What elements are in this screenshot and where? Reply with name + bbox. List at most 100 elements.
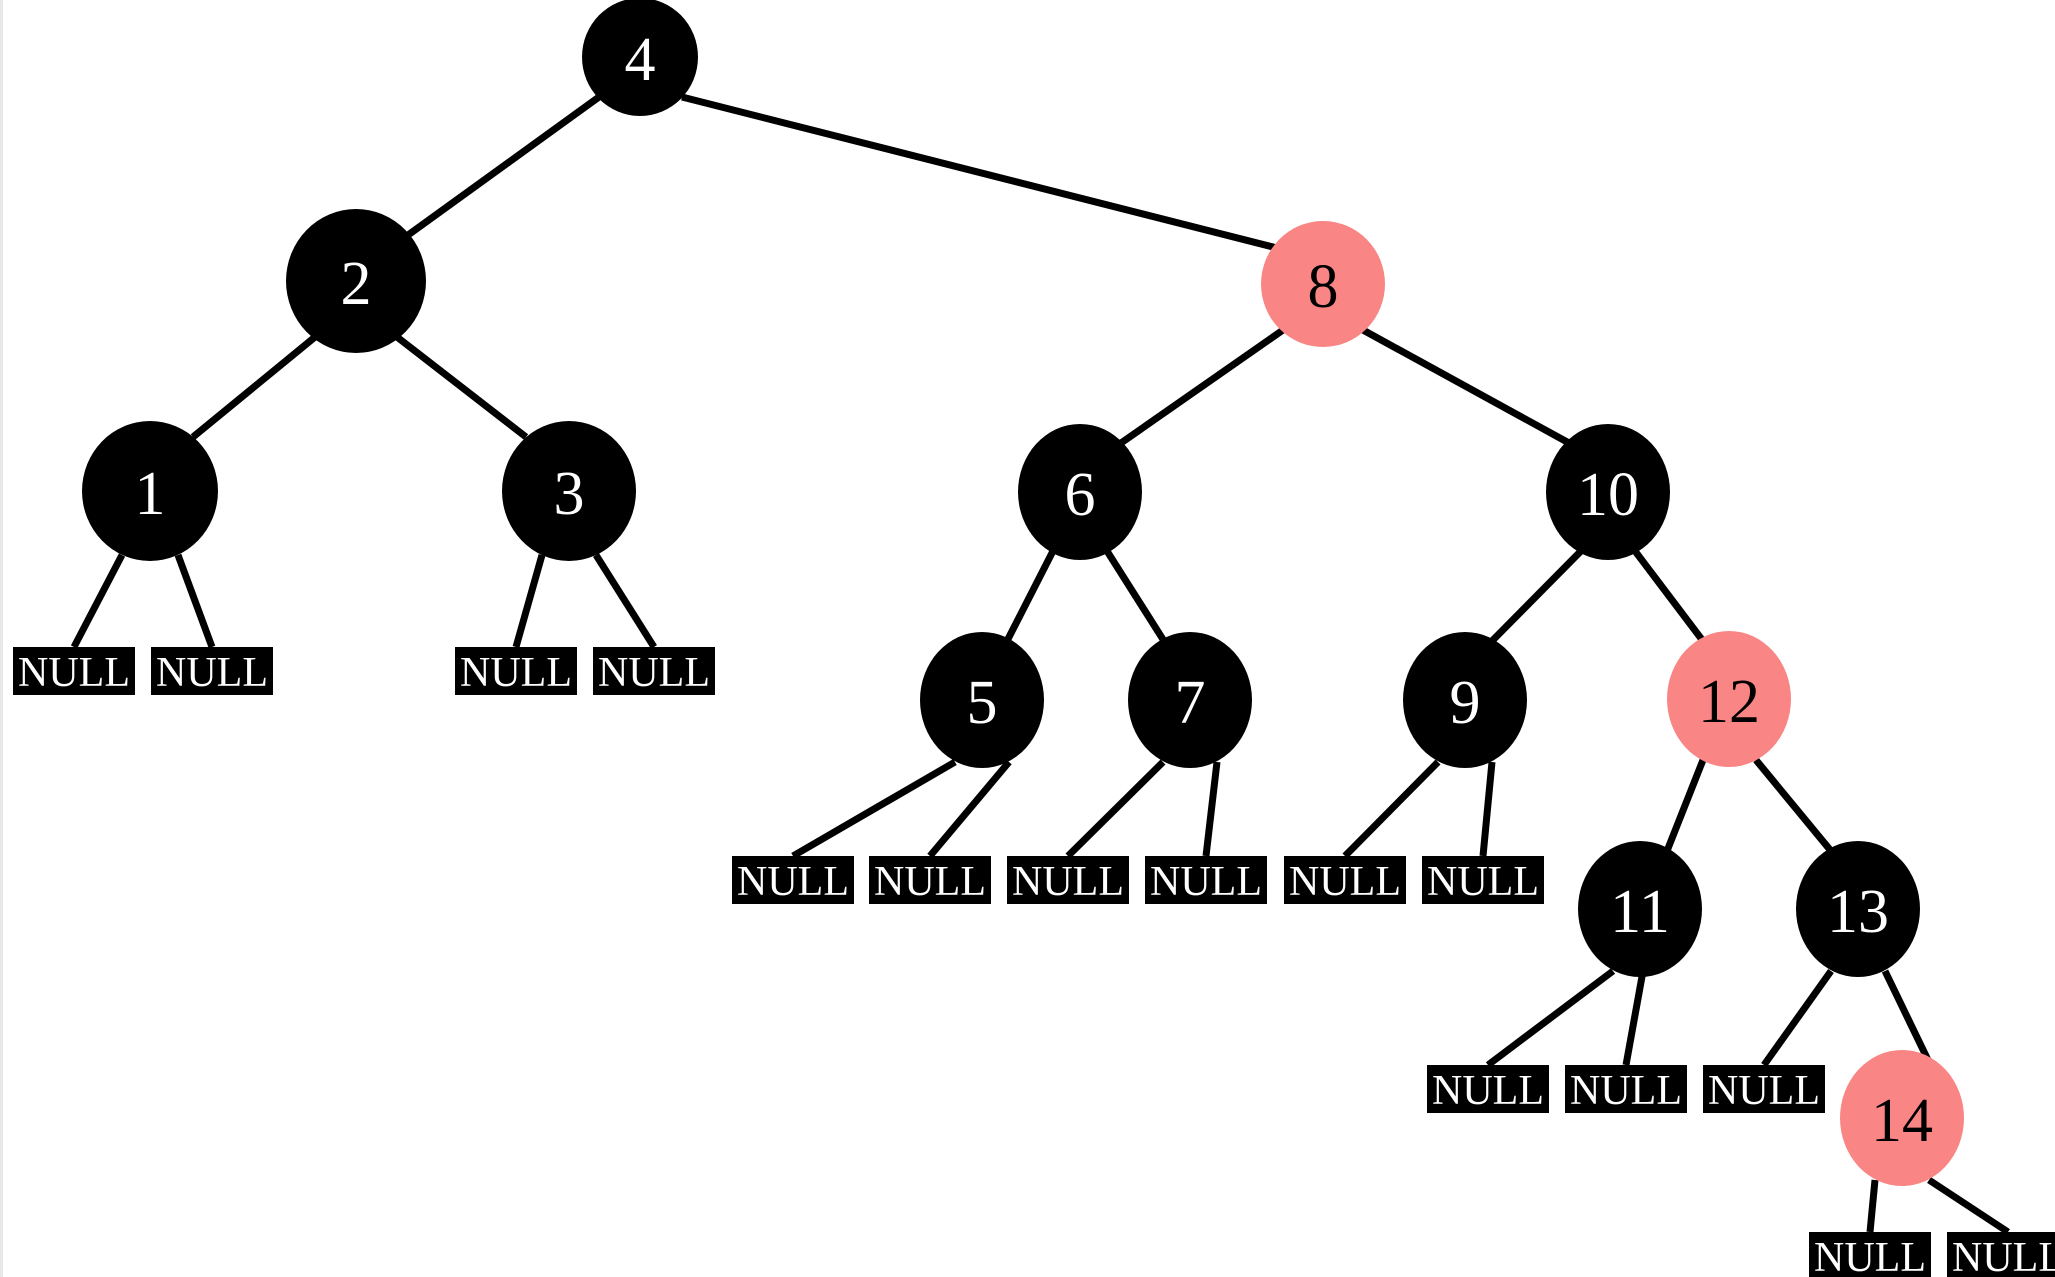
null-leaf-label: NULL (1012, 859, 1124, 905)
null-leaf: NULL (13, 647, 135, 696)
tree-edge (1118, 327, 1286, 446)
edges-layer (70, 93, 2010, 1235)
tree-edge (190, 334, 318, 440)
tree-edge (1753, 757, 1834, 854)
node-circle-black[interactable] (1796, 841, 1920, 977)
node-value-label: 12 (1698, 668, 1760, 736)
tree-edge (174, 553, 216, 649)
node-value-label: 13 (1827, 878, 1889, 946)
null-leaf-box (1427, 1065, 1549, 1113)
null-leaf-box (1703, 1065, 1825, 1113)
null-leaf-box (13, 647, 135, 695)
node-circle-red[interactable] (1667, 631, 1791, 767)
tree-node-5[interactable]: 5 (920, 632, 1044, 768)
null-leaf-box (1422, 856, 1544, 904)
node-circle-black[interactable] (1546, 424, 1670, 560)
tree-edge (1202, 761, 1221, 857)
node-circle-black[interactable] (1403, 632, 1527, 768)
null-leaf-label: NULL (1814, 1235, 1926, 1277)
tree-edge (1663, 758, 1707, 853)
node-value-label: 7 (1175, 669, 1206, 737)
tree-edge (1489, 548, 1584, 644)
null-leaves-layer: NULL NULL NULL NULL NULL NULL NULL NULL NULL NULL… (13, 647, 2055, 1277)
tree-edge (1479, 761, 1496, 857)
node-value-label: 10 (1577, 461, 1639, 529)
node-value-label: 5 (967, 669, 998, 737)
node-circle-black[interactable] (82, 421, 218, 561)
tree-node-7[interactable]: 7 (1128, 632, 1252, 768)
tree-edge (1881, 969, 1932, 1062)
tree-edge (681, 93, 1282, 253)
node-circle-black[interactable] (920, 632, 1044, 768)
null-leaf-label: NULL (1289, 859, 1401, 905)
null-leaf-box (455, 647, 577, 695)
null-leaf-box (732, 856, 854, 904)
null-leaf-box (593, 647, 715, 695)
node-circle-red[interactable] (1840, 1050, 1964, 1186)
null-leaf-box (1809, 1232, 1931, 1277)
tree-node-10[interactable]: 10 (1546, 424, 1670, 560)
null-leaf: NULL (151, 647, 273, 696)
node-circle-black[interactable] (582, 0, 698, 116)
tree-node-8[interactable]: 8 (1261, 221, 1385, 347)
null-leaf-label: NULL (874, 859, 986, 905)
tree-edge (1065, 759, 1166, 859)
tree-edge (1632, 548, 1706, 644)
null-leaf-box (1284, 856, 1406, 904)
null-leaf-box (1947, 1232, 2055, 1277)
tree-edge (1342, 759, 1441, 859)
tree-edge (927, 759, 1012, 859)
tree-edge (512, 554, 546, 648)
null-leaf-box (151, 647, 273, 695)
node-circle-red[interactable] (1261, 221, 1385, 347)
node-circle-black[interactable] (1018, 424, 1142, 560)
node-circle-black[interactable] (1578, 841, 1702, 977)
tree-node-9[interactable]: 9 (1403, 632, 1527, 768)
null-leaf: NULL (732, 856, 854, 905)
null-leaf: NULL (1703, 1065, 1825, 1114)
tree-node-12[interactable]: 12 (1667, 631, 1791, 767)
tree-edge (791, 758, 957, 860)
null-leaf-label: NULL (1432, 1068, 1544, 1114)
null-leaf: NULL (1947, 1232, 2055, 1277)
tree-node-4[interactable]: 4 (582, 0, 698, 116)
tree-node-2[interactable]: 2 (286, 209, 426, 353)
node-circle-black[interactable] (1128, 632, 1252, 768)
tree-edge (1866, 1179, 1879, 1233)
node-value-label: 2 (341, 250, 372, 318)
tree-edge (70, 553, 126, 649)
node-value-label: 1 (135, 460, 166, 528)
node-circle-black[interactable] (286, 209, 426, 353)
node-value-label: 11 (1610, 878, 1670, 946)
null-leaf-label: NULL (1570, 1068, 1682, 1114)
node-value-label: 6 (1065, 461, 1096, 529)
null-leaf-label: NULL (1708, 1068, 1820, 1114)
tree-node-13[interactable]: 13 (1796, 841, 1920, 977)
tree-edge (394, 94, 602, 246)
tree-node-6[interactable]: 6 (1018, 424, 1142, 560)
tree-edge (1622, 970, 1647, 1066)
tree-edge (1361, 326, 1571, 447)
tree-node-3[interactable]: 3 (502, 421, 636, 561)
null-leaf-box (869, 856, 991, 904)
null-leaf: NULL (1809, 1232, 1931, 1277)
null-leaf-label: NULL (1150, 859, 1262, 905)
null-leaf: NULL (1422, 856, 1544, 905)
null-leaf-label: NULL (1952, 1235, 2055, 1277)
tree-diagram-svg: NULL NULL NULL NULL NULL NULL NULL NULL NULL NULL… (13, 0, 2055, 1277)
tree-node-11[interactable]: 11 (1578, 841, 1702, 977)
tree-node-1[interactable]: 1 (82, 421, 218, 561)
null-leaf-label: NULL (460, 650, 572, 696)
tree-node-14[interactable]: 14 (1840, 1050, 1964, 1186)
node-value-label: 3 (554, 460, 585, 528)
null-leaf-box (1007, 856, 1129, 904)
node-value-label: 9 (1450, 669, 1481, 737)
node-value-label: 8 (1308, 253, 1339, 321)
node-circle-black[interactable] (502, 421, 636, 561)
null-leaf-label: NULL (598, 650, 710, 696)
node-value-label: 4 (625, 26, 656, 94)
null-leaf: NULL (869, 856, 991, 905)
tree-edge (593, 553, 657, 649)
null-leaf-label: NULL (1427, 859, 1539, 905)
